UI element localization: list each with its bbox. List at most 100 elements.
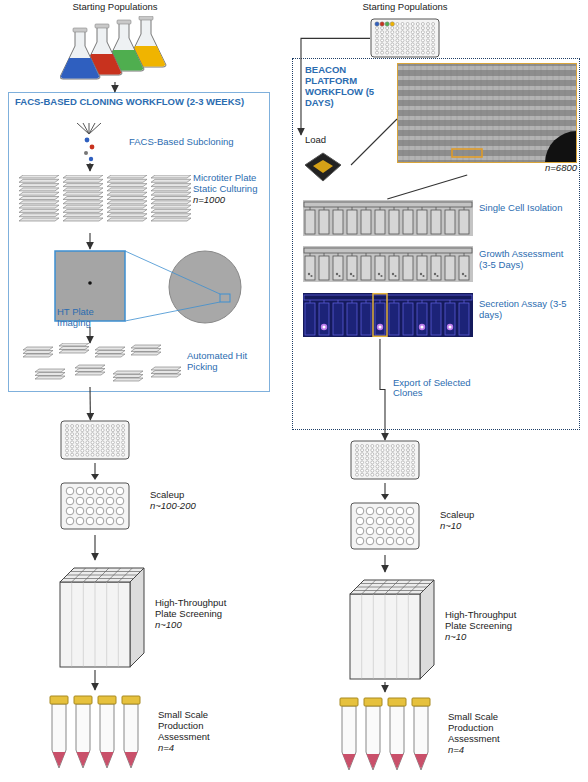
flow-arrow <box>89 233 90 249</box>
label-group: Starting Populations <box>40 2 190 13</box>
node-text: Load <box>305 135 351 146</box>
illustration <box>15 343 185 387</box>
label-group: High-Throughput Plate Screeningn~100 <box>155 598 250 631</box>
process-step: Growth Assessment (3-5 Days) <box>303 245 575 283</box>
flow-arrow <box>94 535 95 560</box>
illustration <box>59 123 119 163</box>
process-step: Automated Hit Picking <box>15 343 265 387</box>
node-text: HT Plate Imaging <box>57 307 127 329</box>
label-group: Small Scale Production Assessmentn=4 <box>448 712 540 756</box>
process-step: High-Throughput Plate Screeningn~100 <box>40 560 250 670</box>
node-text: Scaleup <box>440 510 540 521</box>
node-text: Small Scale Production Assessment <box>448 712 540 745</box>
node-text: High-Throughput Plate Screening <box>155 598 250 620</box>
node-text: n~100-200 <box>150 501 250 512</box>
node-text: n=6800 <box>497 163 577 174</box>
label-group: FACS-BASED CLONING WORKFLOW (2-3 WEEKS) <box>15 97 265 108</box>
node-text: n=1000 <box>193 195 265 206</box>
flow-arrow <box>380 339 385 440</box>
scaleup-plates-illustration <box>330 440 430 555</box>
illustration <box>330 440 430 555</box>
imaging-illustration <box>15 249 265 327</box>
illustration <box>330 696 440 776</box>
node-text: n~10 <box>445 632 540 643</box>
process-step: Single Cell Isolation <box>303 199 575 237</box>
node-text: Automated Hit Picking <box>187 351 263 373</box>
chip-illustration <box>303 151 343 183</box>
illustration <box>303 200 473 236</box>
node-text: FACS-Based Subcloning <box>129 137 259 148</box>
label-group: High-Throughput Plate Screeningn~10 <box>445 610 540 643</box>
label-group: Load <box>305 135 351 146</box>
label-group: Automated Hit Picking <box>187 351 263 373</box>
source-node: Starting Populations <box>40 2 190 82</box>
label-group: Single Cell Isolation <box>479 203 573 214</box>
flow-arrow <box>114 82 115 92</box>
node-text: Growth Assessment (3-5 Days) <box>479 249 573 271</box>
process-step: HT Plate Imaging <box>15 249 265 327</box>
flow-arrow <box>387 175 467 199</box>
node-text: n=4 <box>448 745 540 756</box>
node-text: Starting Populations <box>40 2 190 13</box>
flow-arrow <box>94 670 95 690</box>
flow-arrow <box>384 682 385 692</box>
illustration <box>303 293 473 337</box>
tube-illustration <box>40 694 150 774</box>
process-step: Small Scale Production Assessmentn=4 <box>40 690 250 778</box>
workflow-panel: BEACON PLATFORM WORKFLOW (5 DAYS) Load n=6… <box>292 58 580 430</box>
process-step: n=6800 <box>397 63 577 175</box>
process-step: Scaleupn~100-200 <box>40 420 250 535</box>
label-group: Small Scale Production Assessmentn=4 <box>158 710 250 754</box>
illustration <box>397 63 577 163</box>
sorting-illustration <box>59 123 119 163</box>
node-text: Single Cell Isolation <box>479 203 573 214</box>
node-text: Starting Populations <box>350 2 460 13</box>
flow-arrow <box>89 163 90 171</box>
deep-well-block-illustration <box>330 572 440 682</box>
illustration <box>15 175 191 225</box>
illustration <box>330 572 440 682</box>
node-text: n~10 <box>440 521 540 532</box>
deep-well-block-illustration <box>40 560 150 670</box>
illustration <box>15 249 265 327</box>
label-group: BEACON PLATFORM WORKFLOW (5 DAYS) <box>305 65 391 109</box>
flow-arrow <box>351 119 397 165</box>
node-text: Small Scale Production Assessment <box>158 710 250 743</box>
source-node: Starting Populations <box>370 2 440 58</box>
process-step: Microtiter Plate Static Culturingn=1000 <box>15 171 265 233</box>
flow-arrow <box>384 555 385 572</box>
node-text: Secretion Assay (3-5 days) <box>479 299 573 321</box>
label-group: Growth Assessment (3-5 Days) <box>479 249 573 271</box>
flask-illustration <box>60 16 170 80</box>
illustration <box>303 151 343 183</box>
chip-image <box>397 63 577 163</box>
well-plate-illustration <box>370 18 440 58</box>
illustration <box>40 694 150 774</box>
picked-plates-illustration <box>15 343 185 387</box>
process-step: Scaleupn~10 <box>330 440 540 555</box>
process-step: High-Throughput Plate Screeningn~10 <box>330 572 540 682</box>
node-text: FACS-BASED CLONING WORKFLOW (2-3 WEEKS) <box>15 97 265 108</box>
label-group: n=6800 <box>497 163 577 174</box>
plate-stack-illustration <box>15 175 191 225</box>
illustration <box>370 18 440 58</box>
label-group: Scaleupn~10 <box>440 510 540 532</box>
node-text: n=4 <box>158 743 250 754</box>
node-text: Microtiter Plate Static Culturing <box>193 173 265 195</box>
process-step: Small Scale Production Assessmentn=4 <box>330 692 540 780</box>
label-group: FACS-Based Subcloning <box>129 137 259 148</box>
illustration <box>303 246 473 282</box>
pen-strip-image <box>303 200 473 236</box>
edge-label: Export of Selected Clones <box>393 378 493 400</box>
label-group: Scaleupn~100-200 <box>150 490 250 512</box>
node-text: BEACON PLATFORM WORKFLOW (5 DAYS) <box>305 65 391 109</box>
label-group: Microtiter Plate Static Culturingn=1000 <box>193 173 265 206</box>
illustration <box>60 16 170 80</box>
illustration <box>40 560 150 670</box>
label-group: Secretion Assay (3-5 days) <box>479 299 573 321</box>
tube-illustration <box>330 696 440 776</box>
scaleup-plates-illustration <box>40 420 140 535</box>
flow-arrow <box>89 327 90 343</box>
node-text: Scaleup <box>150 490 250 501</box>
